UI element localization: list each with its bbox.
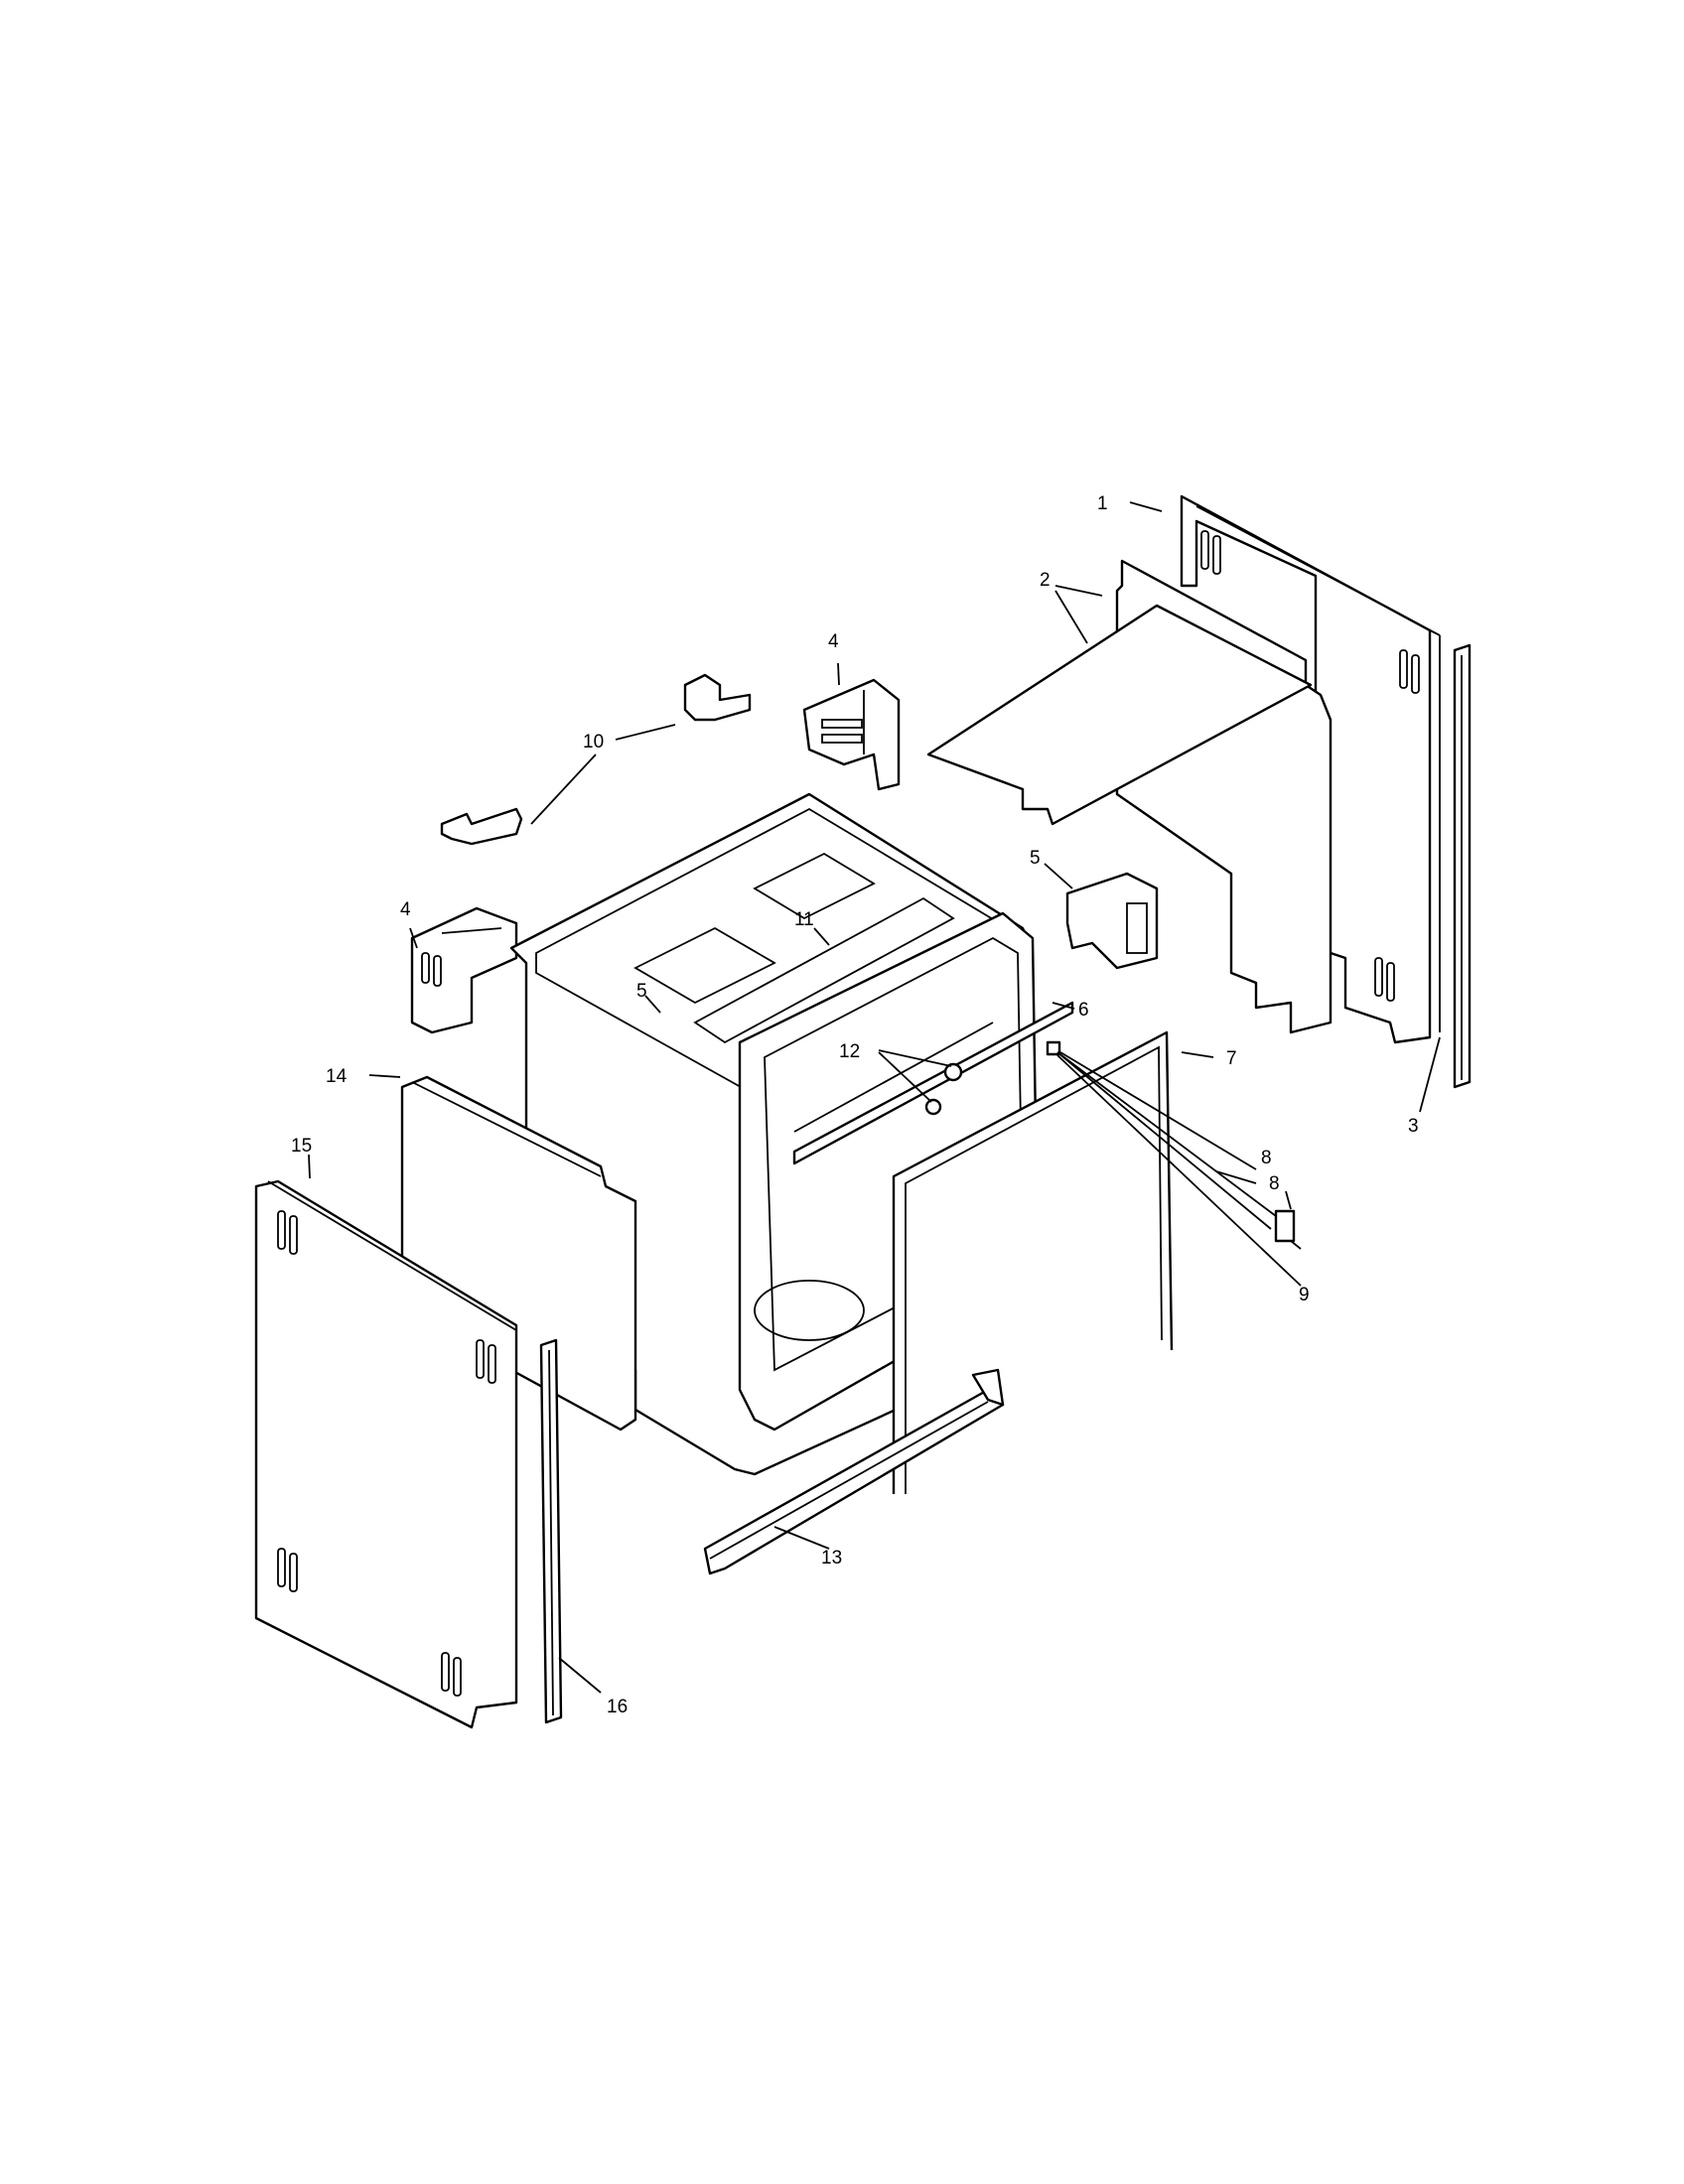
part-6-door-rail bbox=[792, 1001, 1074, 1165]
part-4-bracket-top bbox=[802, 678, 901, 791]
part-4-bracket-left bbox=[410, 906, 518, 1034]
part-12-screws bbox=[924, 1062, 963, 1116]
part-2-inner-side-panel bbox=[926, 559, 1333, 1034]
part-8-9-hardware bbox=[1046, 1040, 1296, 1243]
callout-1: 1 bbox=[1097, 493, 1108, 514]
callout-7: 7 bbox=[1226, 1048, 1237, 1069]
part-10-hinge-brackets bbox=[440, 673, 752, 846]
part-16-left-trim-strip bbox=[539, 1338, 563, 1724]
callout-14: 14 bbox=[326, 1066, 348, 1087]
part-7-door-gasket bbox=[892, 1030, 1174, 1494]
callout-10: 10 bbox=[583, 732, 604, 752]
part-1-right-side-panel bbox=[1180, 494, 1441, 1044]
callout-6: 6 bbox=[1078, 1000, 1089, 1021]
part-5-clip-right bbox=[1065, 872, 1159, 970]
callout-11: 11 bbox=[794, 909, 814, 930]
part-15-left-side-panel bbox=[254, 1179, 518, 1729]
callout-5-right: 5 bbox=[1030, 848, 1041, 869]
callout-15: 15 bbox=[291, 1136, 312, 1157]
part-3-right-trim-strip bbox=[1453, 643, 1472, 1089]
callout-8-lower: 8 bbox=[1269, 1173, 1280, 1194]
callout-8-upper: 8 bbox=[1261, 1148, 1272, 1168]
callout-5-left: 5 bbox=[636, 981, 647, 1002]
callout-16: 16 bbox=[607, 1697, 628, 1717]
callout-3: 3 bbox=[1408, 1116, 1419, 1137]
callout-labels: 1 2 3 4 4 5 5 6 7 8 8 9 10 11 12 13 14 1… bbox=[291, 493, 1419, 1717]
callout-13: 13 bbox=[821, 1548, 842, 1569]
part-13-toe-kick-bracket bbox=[703, 1368, 1005, 1575]
callout-4-left: 4 bbox=[400, 899, 411, 920]
leader-lines bbox=[308, 501, 1441, 1694]
callout-12: 12 bbox=[839, 1041, 860, 1062]
callout-4-top: 4 bbox=[828, 631, 839, 652]
callout-9: 9 bbox=[1299, 1285, 1310, 1305]
callout-2: 2 bbox=[1040, 570, 1051, 591]
